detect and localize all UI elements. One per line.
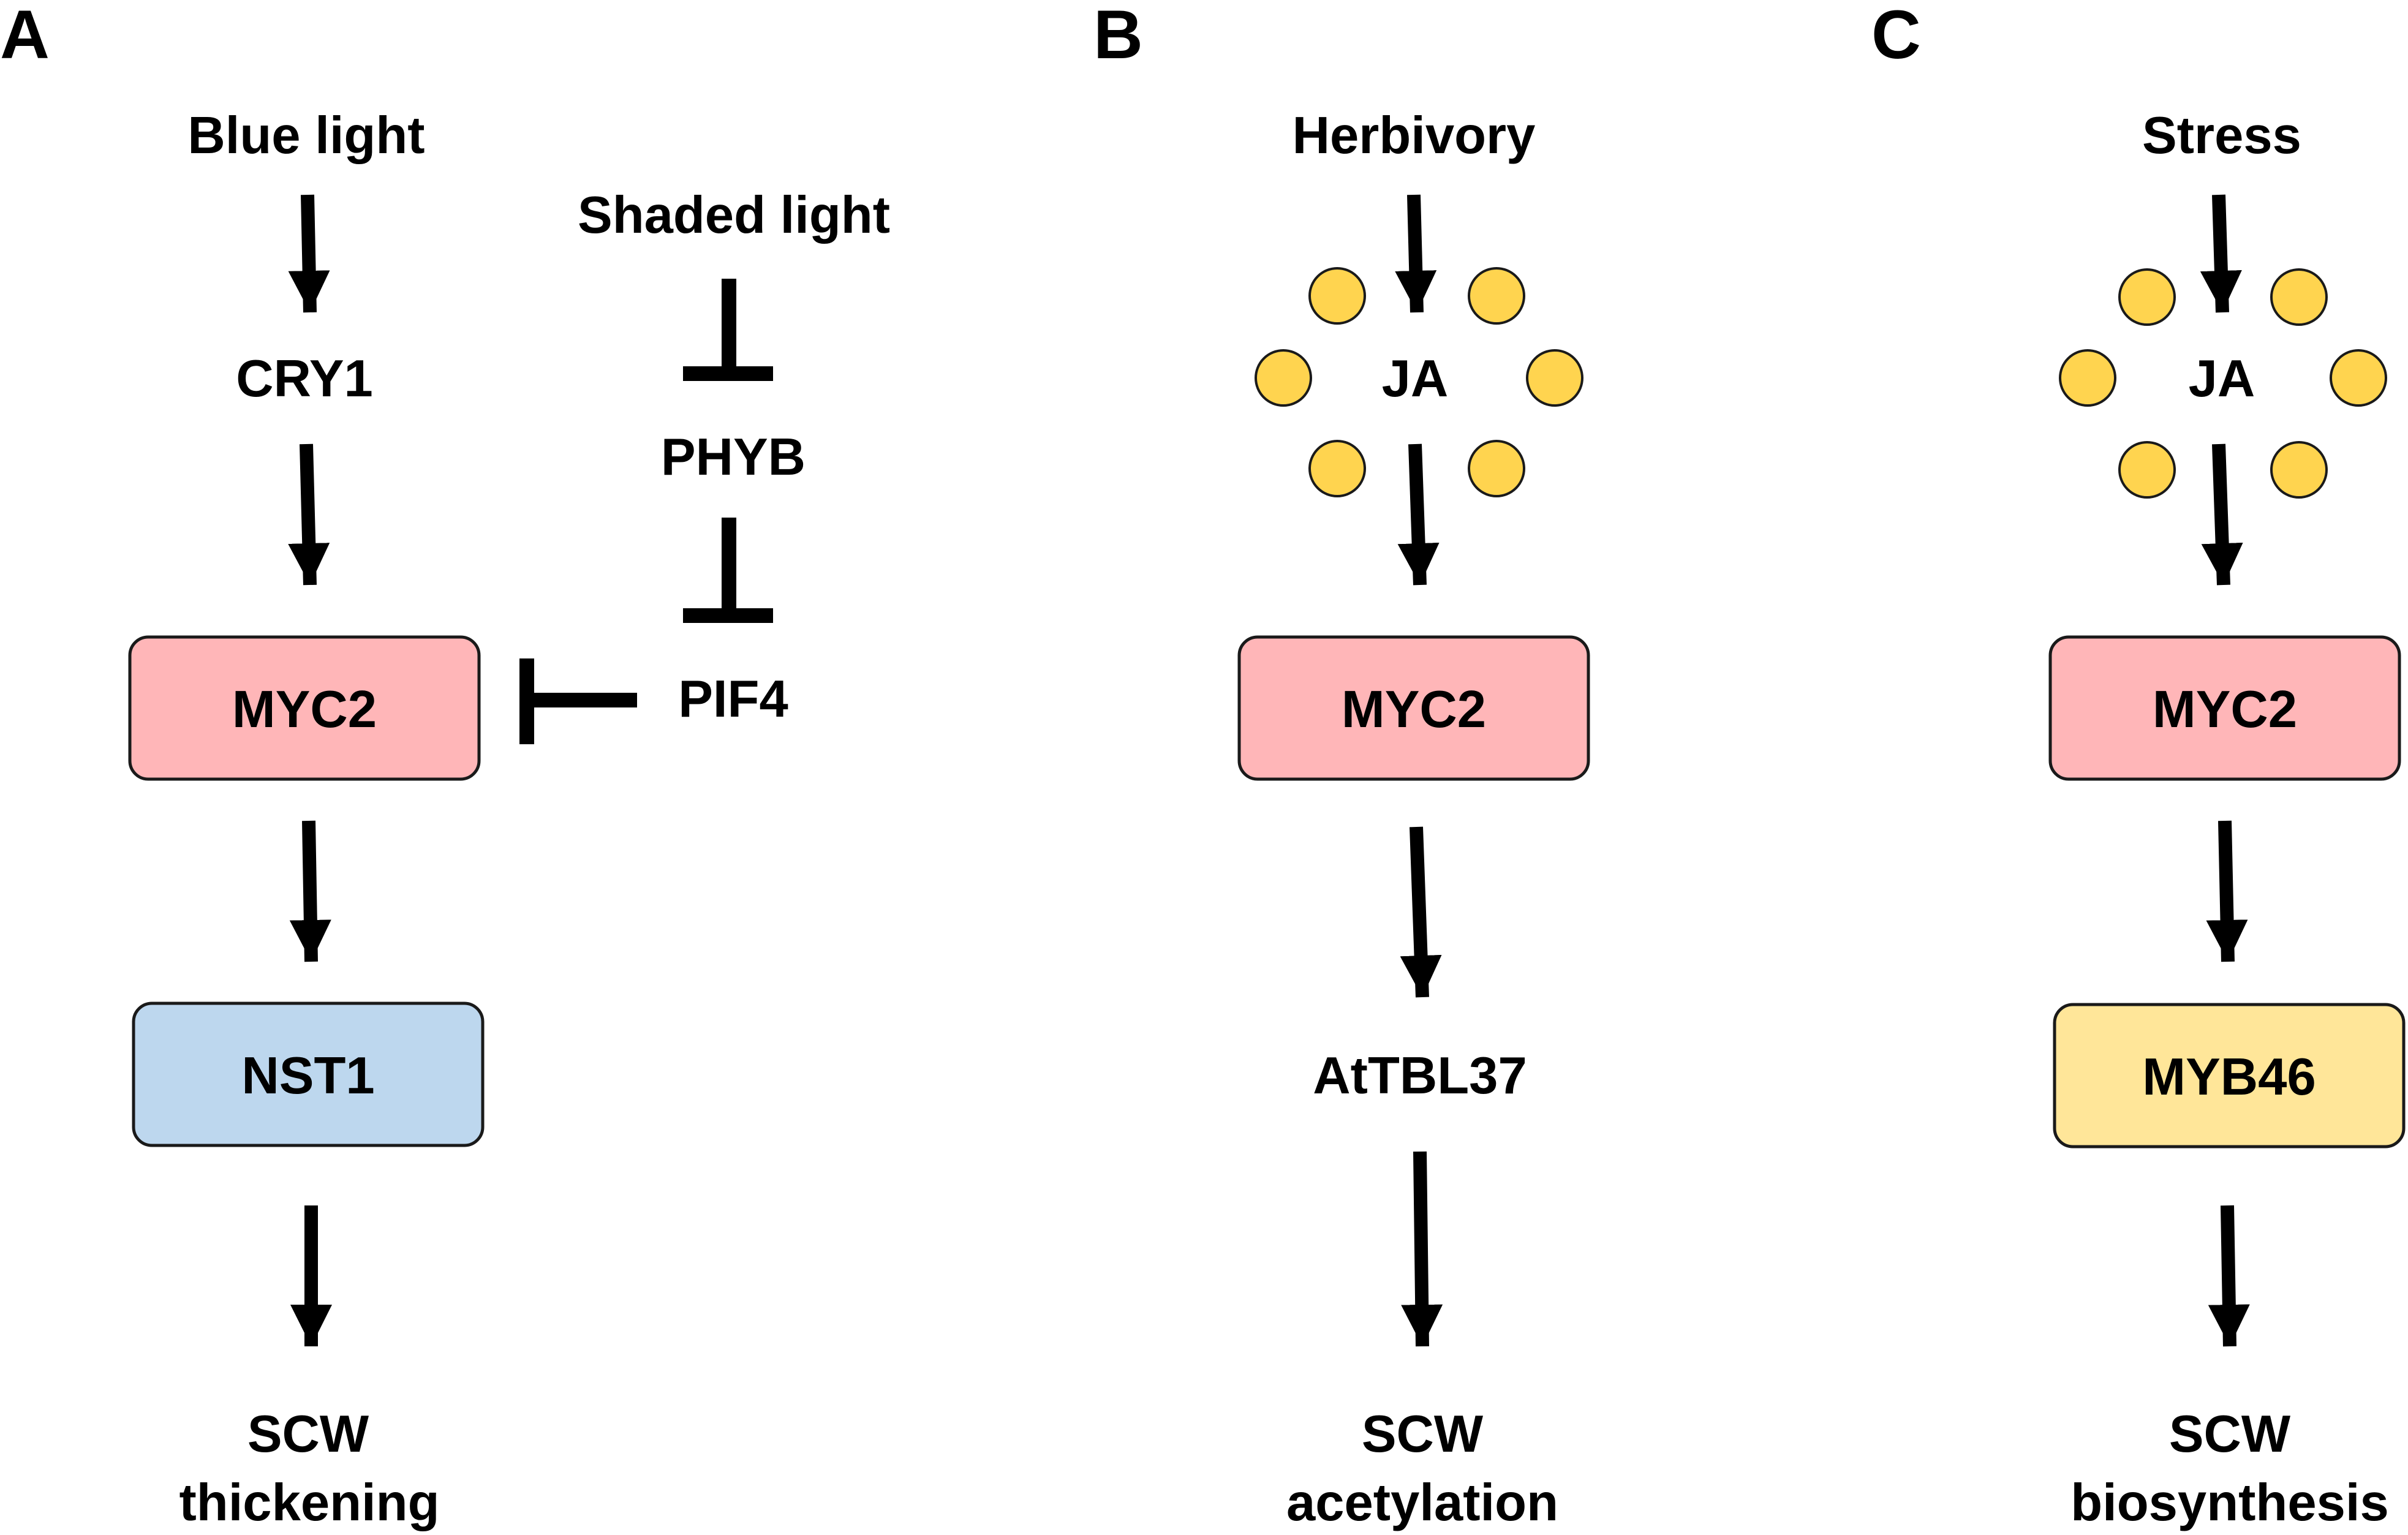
ja-label-c: JA [2189, 350, 2255, 408]
arrow-cry1-to-myc2 [288, 443, 330, 586]
arrow-blue-light-to-cry1 [288, 194, 330, 313]
myc2-box-c [2048, 635, 2401, 781]
ja-cluster-b [1255, 267, 1583, 497]
ja-dot [1255, 349, 1312, 407]
cry1-label: CRY1 [236, 350, 373, 408]
arrow-ja-to-myc2-b [1397, 443, 1440, 586]
myc2-label-c: MYC2 [2153, 681, 2297, 739]
acetylation-label: acetylation [1286, 1474, 1558, 1532]
myb46-label: MYB46 [2142, 1048, 2316, 1106]
arrow-attbl37-to-scw [1401, 1151, 1443, 1347]
panel-b-letter: B [1093, 0, 1143, 73]
biosynthesis-label: biosynthesis [2070, 1474, 2389, 1532]
scw-label-a: SCW [247, 1405, 369, 1463]
scw-label-b: SCW [1362, 1405, 1484, 1463]
nst1-box [132, 1001, 485, 1147]
nst1-label: NST1 [241, 1047, 374, 1105]
ja-dot [2270, 268, 2328, 326]
ja-cluster-c [2059, 268, 2387, 499]
panel-c-letter: C [1871, 0, 1921, 73]
ja-label-b: JA [1382, 350, 1449, 408]
ja-dot [1308, 440, 1366, 497]
panel-a-letter: A [0, 0, 50, 73]
blue-light-label: Blue light [187, 107, 425, 165]
arrow-myb46-to-scw [2208, 1205, 2250, 1347]
ja-dot [2118, 441, 2176, 499]
myc2-label-a: MYC2 [232, 681, 377, 739]
stress-label: Stress [2142, 107, 2301, 165]
shaded-light-label: Shaded light [578, 186, 890, 244]
pif4-label: PIF4 [678, 670, 788, 728]
phyb-label: PHYB [661, 428, 806, 486]
ja-dot [2270, 441, 2328, 499]
arrow-stress-to-ja [2200, 194, 2242, 313]
ja-dot [2059, 349, 2116, 407]
arrow-ja-to-myc2-c [2201, 443, 2243, 586]
myc2-label-b: MYC2 [1342, 681, 1486, 739]
attbl37-label: AtTBL37 [1313, 1047, 1527, 1105]
ja-dot [2118, 268, 2176, 326]
arrow-myc2-to-nst1 [289, 820, 331, 962]
ja-dot [1308, 267, 1366, 325]
panel-c: C Stress JA MYC2 MYB46 SCW biosynthesis [1871, 0, 2406, 1532]
myc2-box-a [128, 635, 481, 781]
ja-dot [1468, 267, 1525, 325]
panel-b: B Herbivory JA MYC2 AtTBL37 SCW acetylat… [1093, 0, 1590, 1532]
ja-dot [2330, 349, 2387, 407]
ja-dot [1526, 349, 1583, 407]
ja-dot [1468, 440, 1525, 497]
myc2-box-b [1237, 635, 1590, 781]
arrow-herbivory-to-ja [1395, 194, 1437, 313]
herbivory-label: Herbivory [1293, 107, 1536, 165]
panel-a: A Blue light CRY1 MYC2 NST1 SCW thickeni… [0, 0, 890, 1532]
scw-label-c: SCW [2169, 1405, 2291, 1463]
arrow-myc2-to-myb46 [2206, 820, 2248, 962]
thickening-label: thickening [179, 1474, 439, 1532]
arrow-myc2-to-attbl37 [1400, 826, 1442, 998]
myb46-box [2053, 1003, 2406, 1148]
